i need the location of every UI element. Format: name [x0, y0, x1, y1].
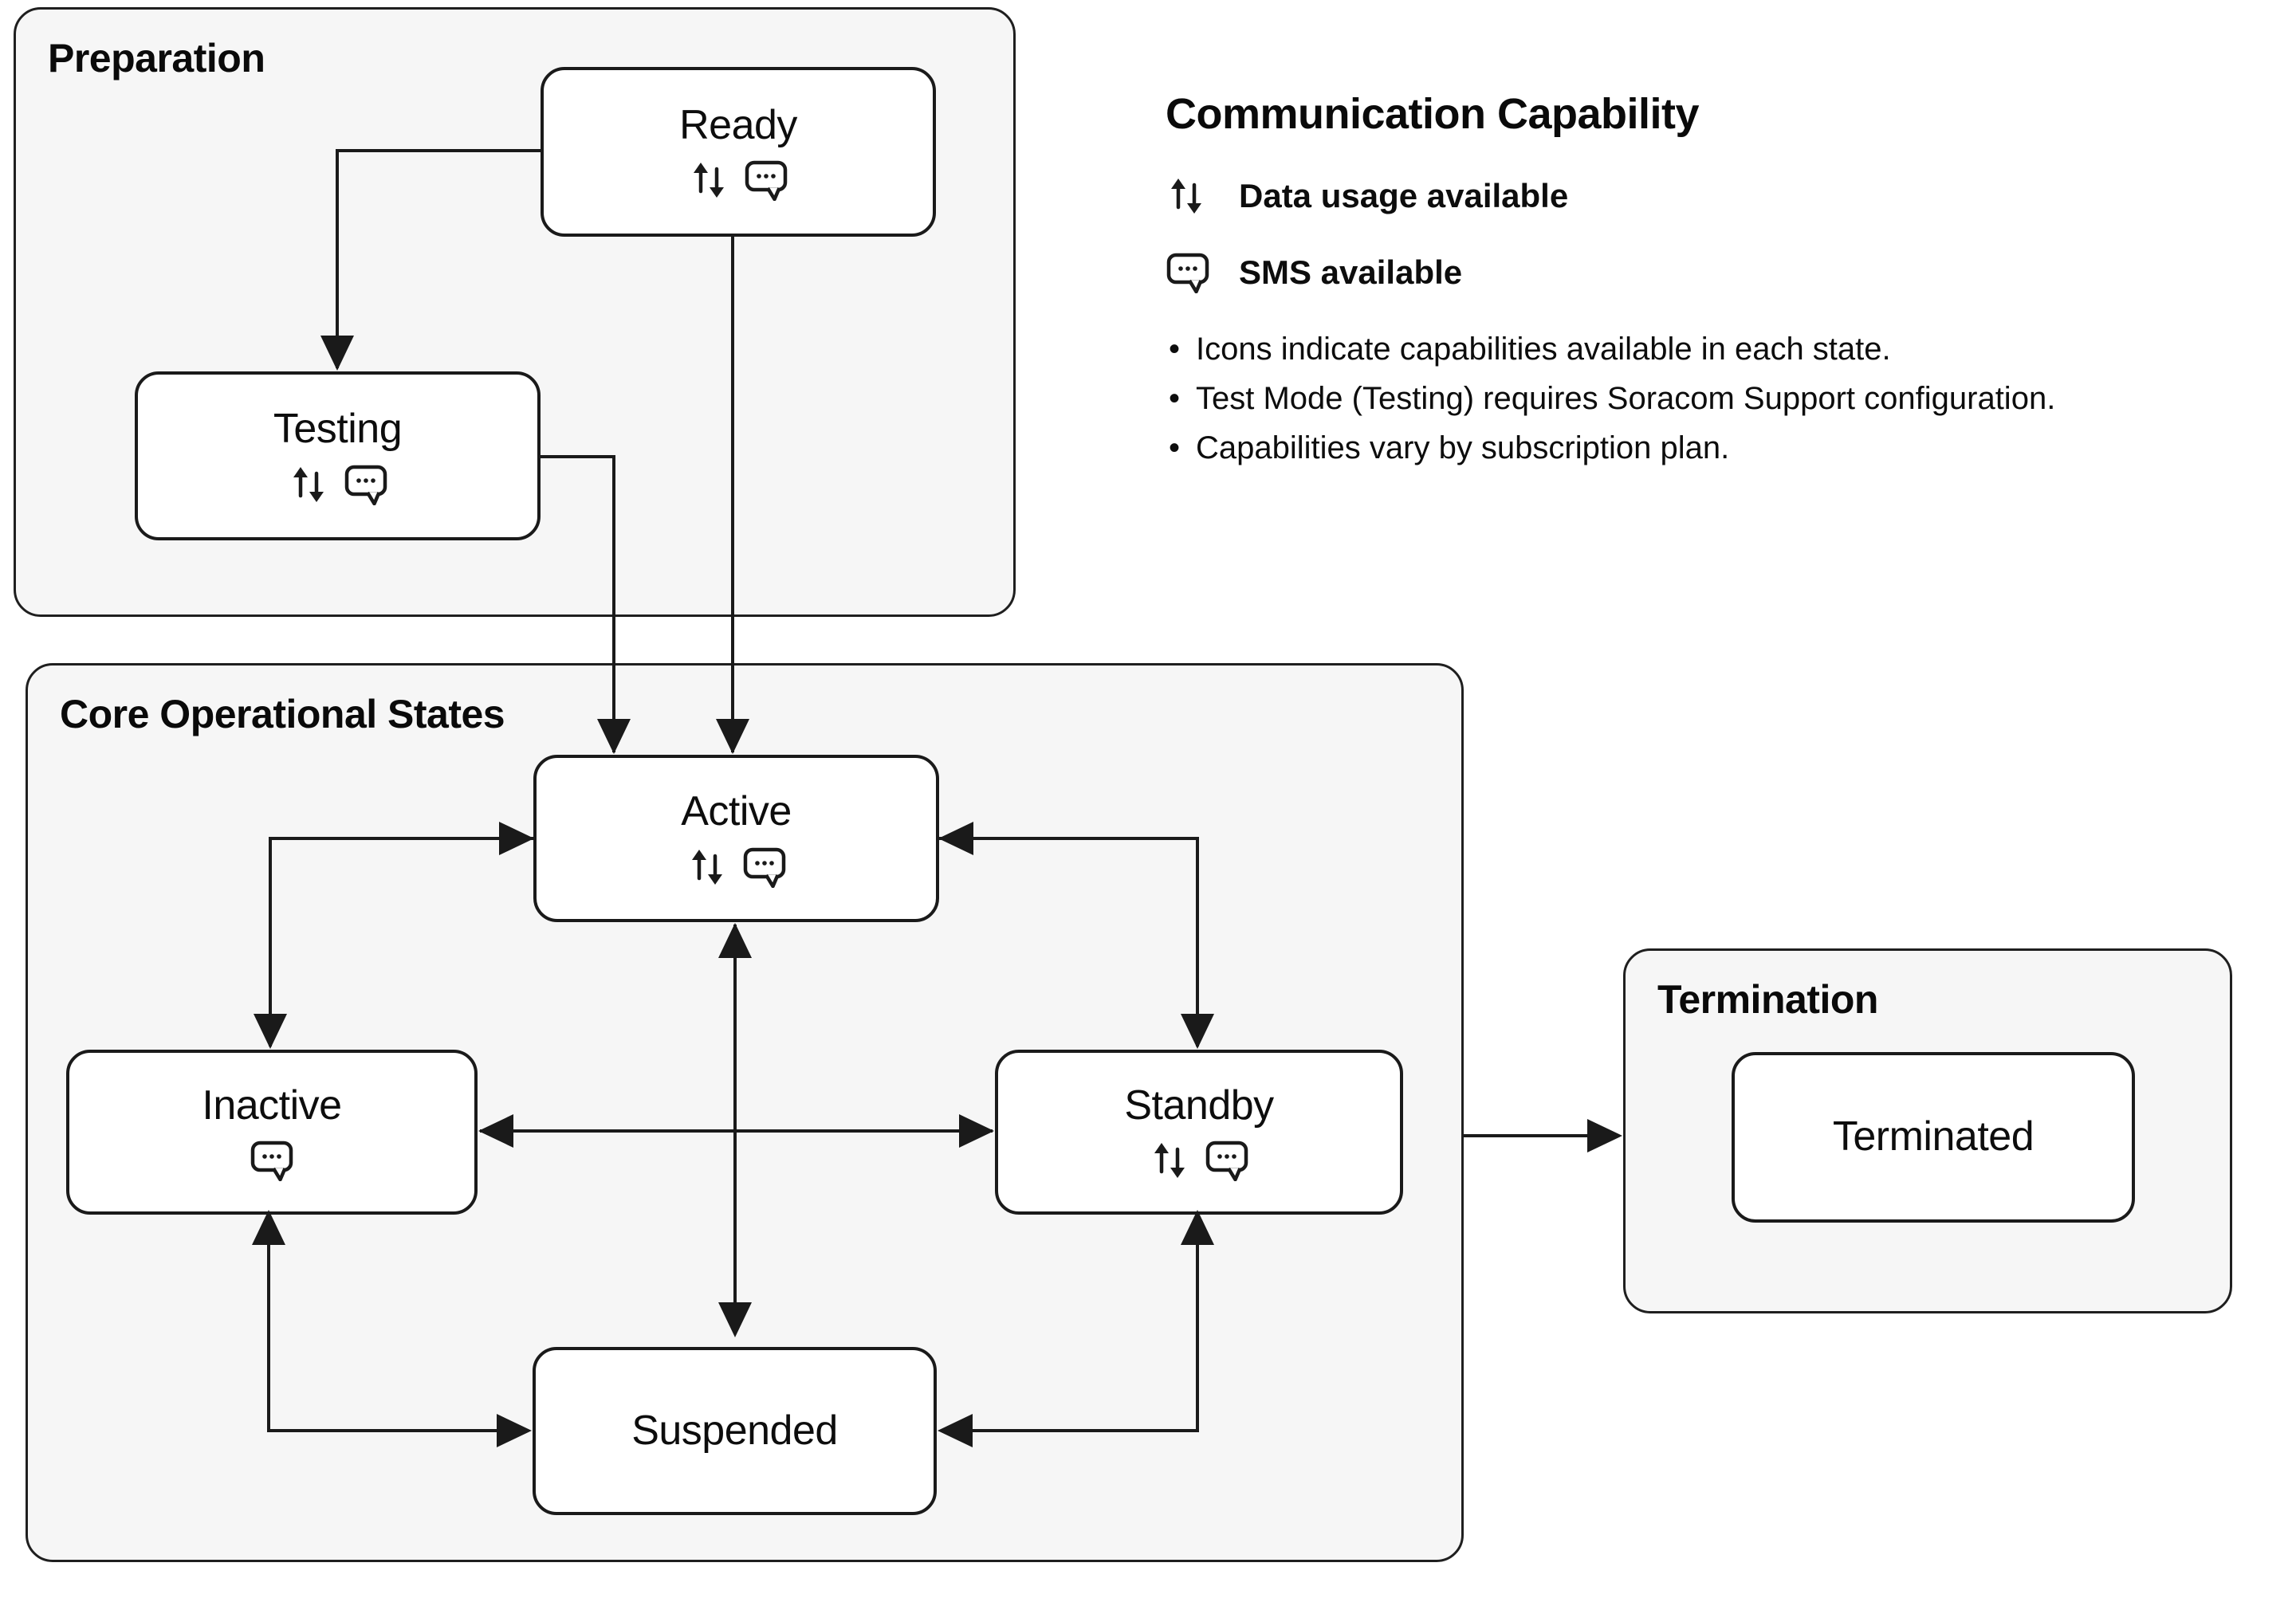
data-usage-icon: [293, 466, 324, 502]
sms-icon: [745, 160, 788, 202]
legend-item-data-usage: Data usage available: [1166, 175, 1568, 217]
legend-item-sms: SMS available: [1166, 252, 1462, 293]
sms-icon: [344, 465, 387, 505]
group-termination-title: Termination: [1657, 977, 1878, 1022]
legend-note: • Icons indicate capabilities available i…: [1169, 332, 2055, 381]
legend-item-label: Data usage available: [1239, 177, 1569, 214]
legend-note-text: Capabilities vary by subscription plan.: [1196, 430, 1730, 465]
legend-note-text: Test Mode (Testing) requires Soracom Sup…: [1196, 381, 2056, 416]
state-testing: Testing: [135, 371, 541, 540]
group-preparation-title: Preparation: [48, 36, 265, 80]
legend: Communication Capability Data usage avai…: [1166, 89, 2282, 465]
sms-icon: [1166, 253, 1209, 293]
legend-note-text: Icons indicate capabilities available in…: [1196, 332, 1891, 367]
state-inactive-label: Inactive: [202, 1082, 342, 1129]
state-testing-label: Testing: [273, 406, 403, 453]
state-standby-label: Standby: [1124, 1082, 1274, 1129]
capability-icons: [250, 1140, 294, 1182]
data-usage-icon: [691, 849, 722, 885]
bullet-glyph: •: [1169, 430, 1181, 465]
sms-icon: [1205, 1141, 1248, 1182]
group-core-title: Core Operational States: [60, 692, 505, 736]
state-terminated-label: Terminated: [1832, 1113, 2035, 1160]
legend-item-label: SMS available: [1239, 253, 1463, 291]
state-inactive: Inactive: [66, 1050, 478, 1215]
state-ready-label: Ready: [679, 101, 797, 148]
state-active-label: Active: [681, 788, 792, 835]
legend-note: • Capabilities vary by subscription plan.: [1169, 430, 2055, 480]
data-usage-icon: [1154, 1143, 1185, 1179]
state-standby: Standby: [995, 1050, 1403, 1215]
legend-note: • Test Mode (Testing) requires Soracom Su…: [1169, 381, 2055, 430]
capability-icons: [686, 846, 787, 888]
state-active: Active: [533, 755, 939, 922]
sms-icon: [250, 1141, 293, 1182]
bullet-glyph: •: [1169, 381, 1181, 416]
capability-icons: [1149, 1140, 1249, 1182]
capability-icons: [688, 159, 788, 202]
state-terminated: Terminated: [1732, 1052, 2135, 1223]
data-usage-icon: [1171, 179, 1201, 214]
legend-title: Communication Capability: [1166, 90, 1700, 138]
state-ready: Ready: [541, 67, 936, 237]
state-suspended: Suspended: [533, 1347, 937, 1515]
sms-icon: [743, 847, 785, 888]
state-suspended-label: Suspended: [631, 1407, 838, 1454]
legend-notes: • Icons indicate capabilities available i…: [1169, 332, 2055, 480]
data-usage-icon: [694, 163, 724, 198]
capability-icons: [288, 464, 388, 505]
bullet-glyph: •: [1169, 332, 1181, 367]
